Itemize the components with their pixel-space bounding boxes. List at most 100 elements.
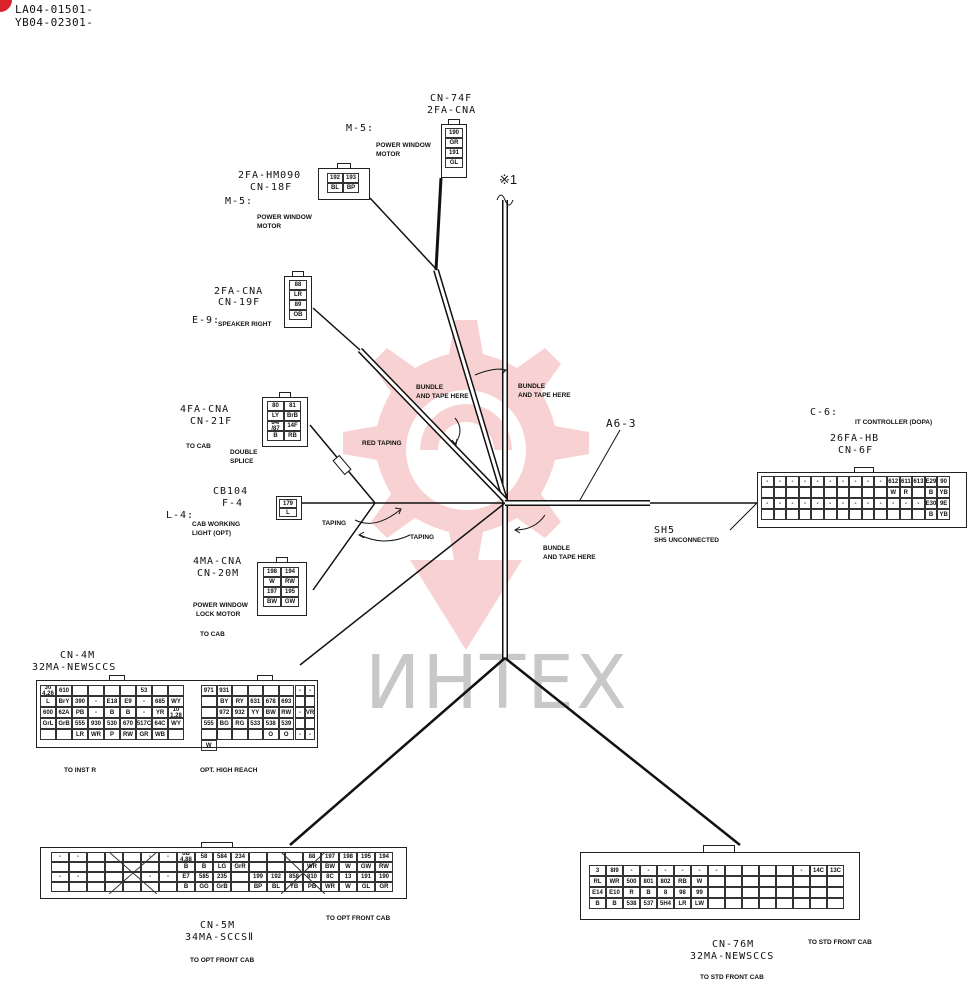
cn4m-pin-cell: BY [216,696,232,707]
cn4m-pin-cell [168,729,184,740]
cn76m-pin-cell [776,898,793,909]
cn6f-pin-cell: - [786,476,799,487]
cn76m-pin-cell [827,887,844,898]
cn5m-pin-cell [231,882,249,892]
cn5m-pin-cell: 195 [357,852,375,862]
note-x1: ※1 [499,172,518,187]
cn76m-pin-cell: 8I9 [606,865,623,876]
cn5m-pin-cell: 199 [249,872,267,882]
cn5m-pin-cell [105,852,123,862]
cn5m-pin-cell: 88 [303,852,321,862]
cn4m-pin-cell: - [305,729,315,740]
cn76m-pin-cell [793,887,810,898]
cn4m-pin-cell: 533 [247,718,263,729]
cn5m-pin-cell: GrR [231,862,249,872]
cn4m-pin-cell: 517C [136,718,152,729]
cn5m-pin-cell: 191 [357,872,375,882]
cn4m-pin-cell: 631 [247,696,263,707]
cn6f-pin-cell: - [786,498,799,509]
cn6f-pin-cell [836,487,850,498]
cb104-pin-cell: L [279,508,297,517]
bundle-note-1b: AND TAPE HERE [416,393,469,400]
cn5m-pin-cell: 197 [321,852,339,862]
cn19f-pin-cell: OB [289,310,307,320]
cn19f-ref: E-9: [192,315,221,326]
cn6f-pin-cell: YB [937,509,950,520]
cn6f-pin-cell: B [924,509,938,520]
cn4m-pin-cell: 390 [72,696,88,707]
cn5m-pin-cell [87,882,105,892]
cn4m-pin-cell: L [40,696,56,707]
cn6f-pin-cell [912,509,925,520]
cn5m-pin-cell: GrB [213,882,231,892]
cn5m-pin-cell: BP [249,882,267,892]
cn4m-pin-cell: RG [232,718,248,729]
cn4m-pin-cell [152,685,168,696]
cn6f-pin-cell: - [761,498,774,509]
cn4m-pin-cell [247,685,263,696]
cn4m-pin-cell: - [136,696,152,707]
cn21f-type: 4FA-CNA [180,404,230,415]
cn6f-pin-cell: 612 [886,476,900,487]
cn5m-pin-cell [87,872,105,882]
cn5m-pin-cell [267,852,285,862]
cn21f-name: CN-21F [190,416,233,427]
cn76m-dest-1: TO STD FRONT CAB [808,939,872,946]
cn5m-dest-1: TO OPT FRONT CAB [326,915,391,922]
cn5m-pin-cell [285,862,303,872]
cn6f-pin-cell: - [836,498,850,509]
cn4m-pin-cell: E18 [104,696,120,707]
cn76m-pin-cell [776,876,793,887]
cn4m-pin-cell: 930 [88,718,104,729]
cn4m-pin-cell: 53 [136,685,152,696]
cn4m-pin-cell: 685 [152,696,168,707]
cn5m-pin-cell: GL [357,882,375,892]
cn5m-pin-cell: 58 [195,852,213,862]
cb104-desc-2: LIGHT (OPT) [192,530,231,537]
cn6f-pin-cell: 9E [937,498,950,509]
cn21f-pin-cell: RB [284,431,301,441]
cn4m-pin-cell: W [201,740,217,751]
bundle-note-2a: BUNDLE [518,383,546,390]
cn6f-pin-cell [786,487,799,498]
cn6f-pin-cell [899,509,913,520]
cn6f-pin-cell: - [761,476,774,487]
bundle-note-2b: AND TAPE HERE [518,392,571,399]
cn6f-pin-cell: W [886,487,900,498]
cn6f-pin-cell [823,509,837,520]
cn5m-pin-cell: 810 [303,872,321,882]
cn76m-dest-2: TO STD FRONT CAB [700,974,764,981]
cn21f-pin-cell: 14F [284,421,301,431]
cn4m-pin-cell: 62A [56,707,72,718]
watermark-text: ИНТЕХ [365,640,629,726]
red-taping-note: RED TAPING [362,440,402,447]
cn76m-pin-cell: 13C [827,865,844,876]
cn20m-dest: TO CAB [200,631,225,638]
cn76m-pin-cell: E14 [589,887,606,898]
cn6f-type: 26FA-HB [830,433,880,444]
cn5m-pin-cell: LG [213,862,231,872]
cn6f-pin-cell [811,509,824,520]
cn5m-pin-cell: RW [375,862,393,872]
cn76m-pin-cell [742,865,759,876]
cn5m-pin-cell: W [339,862,357,872]
cn5m-pin-cell: GG [195,882,213,892]
cn6f-pin-cell: - [773,476,787,487]
cn4m-pin-cell: VR [305,707,315,718]
cn6f-pin-cell [886,509,900,520]
cn5m-pin-cell: 192 [267,872,285,882]
cn76m-pin-cell: W [691,876,708,887]
cn4m-pin-cell [232,685,248,696]
cn5m-pin-cell [87,862,105,872]
cn4m-pin-cell: 10 1.28 [168,707,184,718]
cn6f-pin-cell [861,509,875,520]
cn76m-pin-cell: - [691,865,708,876]
cn4m-pin-cell [88,685,104,696]
label-sh5-desc: SH5 UNCONNECTED [654,537,720,544]
cn4m-pin-cell: 932 [232,707,248,718]
cn6f-pin-cell [912,487,925,498]
cn4m-pin-cell [278,685,294,696]
cn4m-pin-cell: GrB [56,718,72,729]
cn76m-pin-cell: 802 [657,876,674,887]
